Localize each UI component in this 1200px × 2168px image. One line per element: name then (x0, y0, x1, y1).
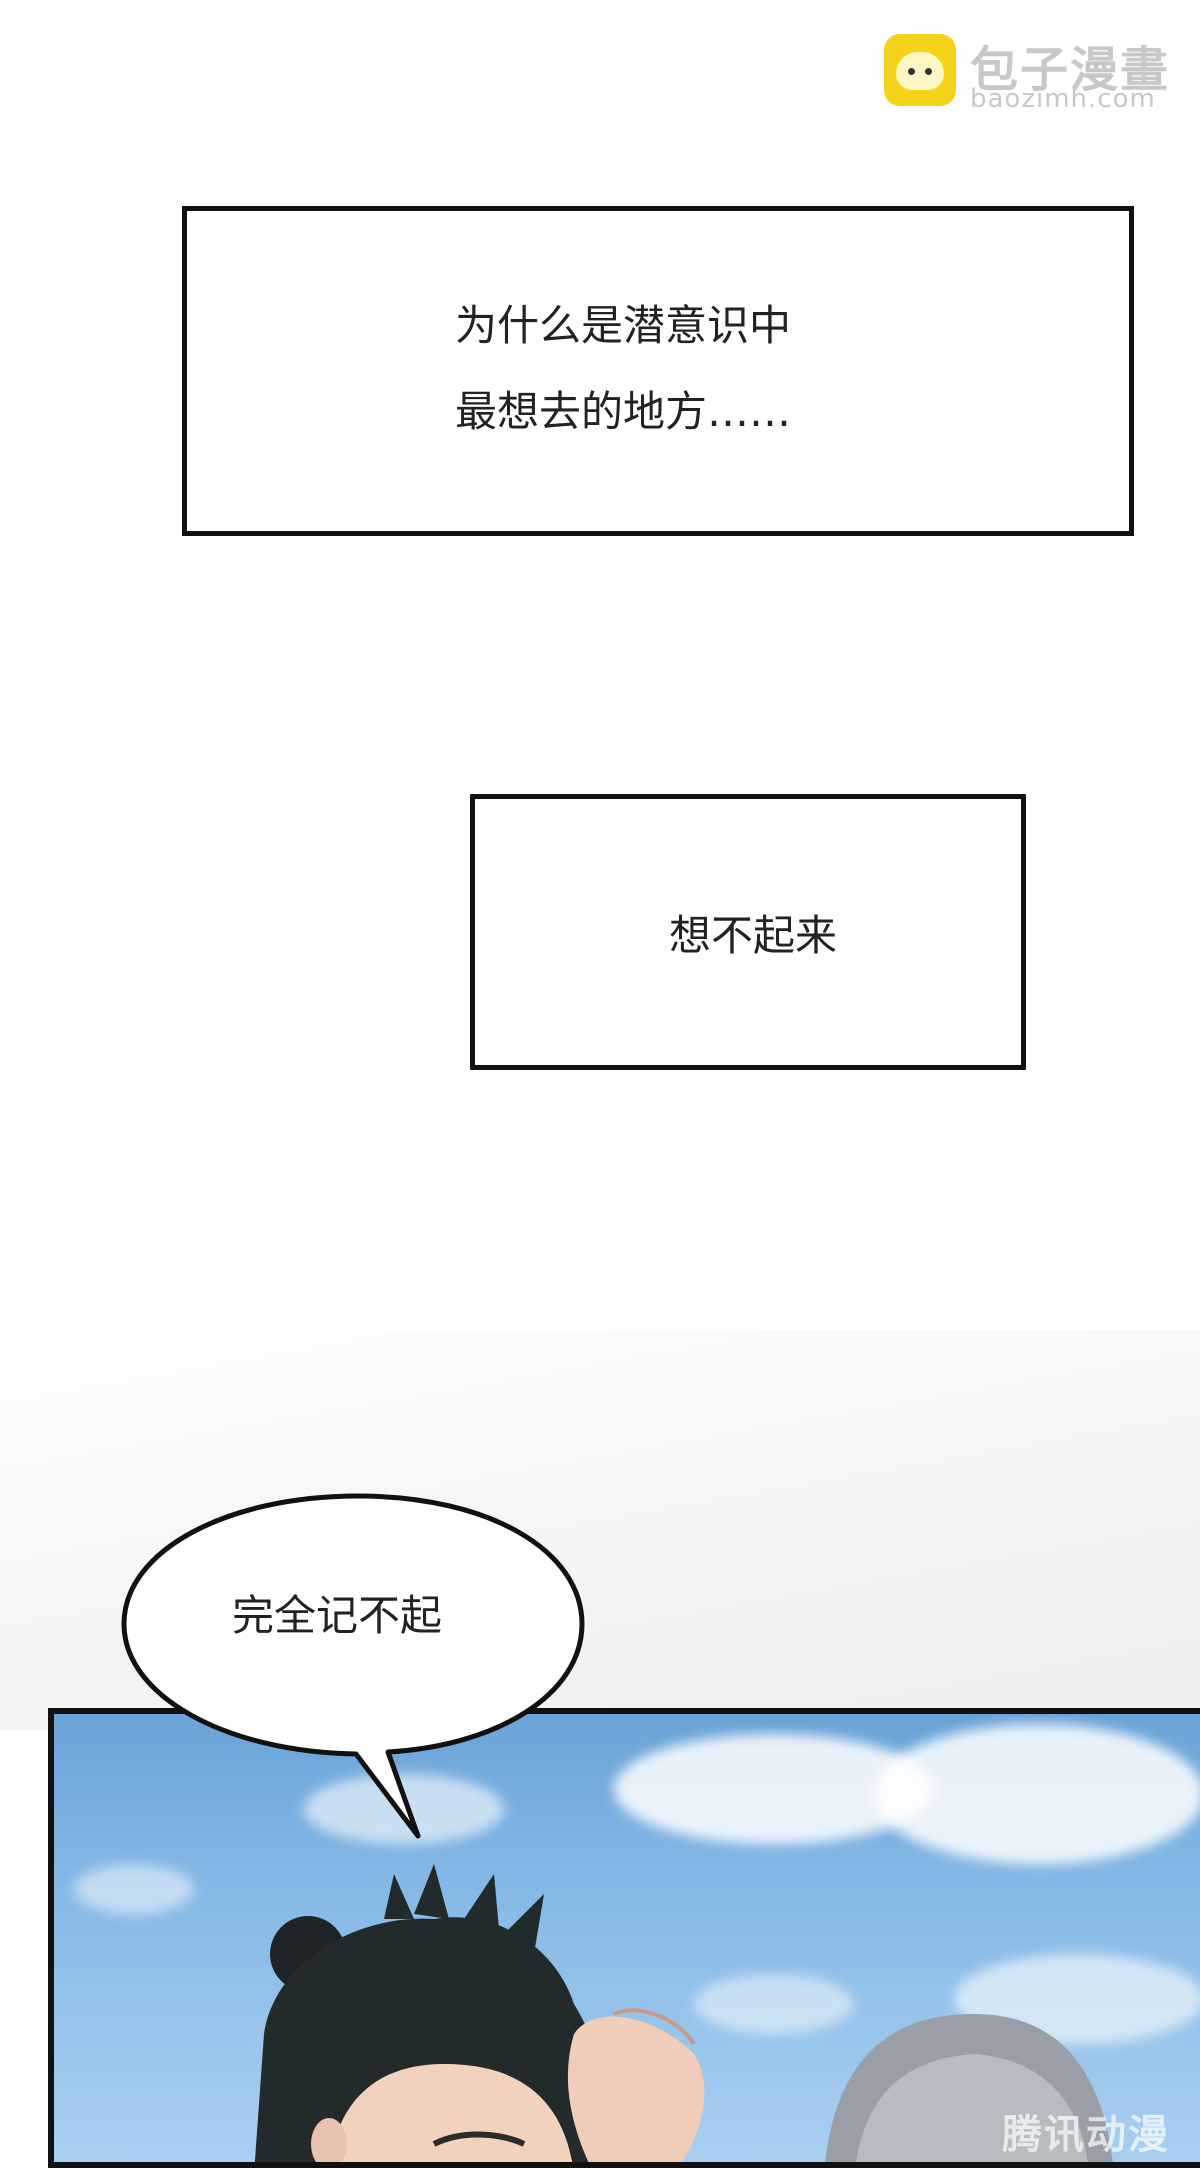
speech-bubble (121, 1493, 585, 1839)
site-watermark[interactable]: 包子漫畫 baozimh.com (884, 34, 1184, 114)
baozi-bun-icon (884, 34, 956, 106)
narration-box-2: 想不起来 (470, 794, 1026, 1070)
characters-illustration (254, 1864, 1113, 2162)
narration-line: 最想去的地方…… (455, 387, 792, 436)
narration-line: 为什么是潜意识中 (455, 301, 792, 350)
comic-panel: 腾讯动漫 (48, 1708, 1200, 2168)
narration-box-1: 为什么是潜意识中 最想去的地方…… (182, 206, 1134, 536)
speech-bubble-text: 完全记不起 (232, 1591, 443, 1640)
watermark-title: 包子漫畫 (970, 42, 1171, 98)
narration-line: 想不起来 (668, 911, 837, 960)
watermark-url: baozimh.com (970, 84, 1156, 114)
publisher-watermark: 腾讯动漫 (1002, 2112, 1170, 2158)
